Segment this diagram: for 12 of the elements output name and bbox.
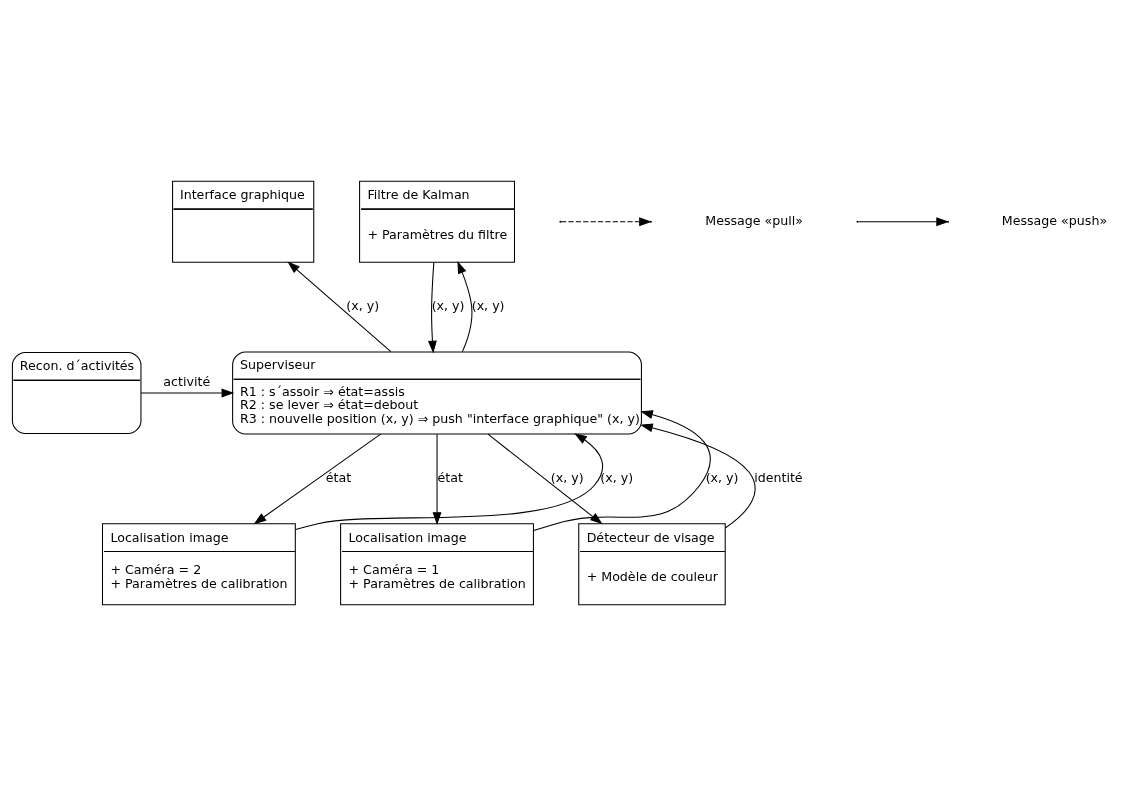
legend-label: Message «push»: [1001, 212, 1108, 228]
legend-label: Message «pull»: [705, 212, 804, 228]
edge-label: (x, y): [600, 469, 634, 485]
edge-label: (x, y): [550, 469, 584, 485]
edge-label: activité: [163, 373, 211, 389]
edge-label: (x, y): [431, 297, 465, 313]
edge-label: (x, y): [471, 297, 505, 313]
edge-label: (x, y): [346, 297, 380, 313]
edge-label: identité: [754, 469, 803, 485]
edge-label: état: [437, 469, 463, 485]
edge-label: état: [325, 469, 352, 485]
edge-label: (x, y): [705, 469, 739, 485]
